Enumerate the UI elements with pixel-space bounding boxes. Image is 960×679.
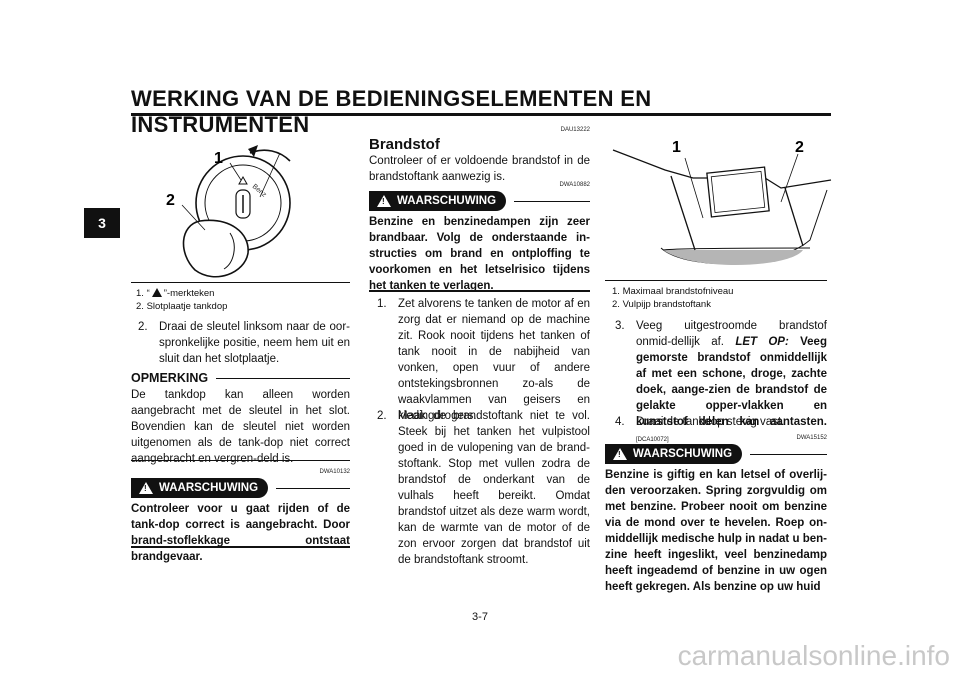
- warning-icon: !: [139, 482, 153, 494]
- note-text: De tankdop kan alleen worden aangebracht…: [131, 389, 350, 465]
- warning-text: Benzine is giftig en kan letsel of overl…: [605, 469, 827, 593]
- list-item: 2. Maak de brandstoftank niet te vol. St…: [377, 410, 590, 566]
- step-3: 3. Veeg uitgestroomde brandstof onmid-de…: [615, 320, 827, 443]
- fuel-cap-illustration: Benz 1 2: [166, 145, 291, 278]
- warning-banner: ! WAARSCHUWING: [131, 478, 350, 498]
- caption-2: 2. Vulpijp brandstoftank: [612, 299, 711, 310]
- section-ref: DAU13222: [560, 127, 590, 133]
- callout-2: 2: [795, 139, 804, 156]
- fuel-tank-illustration: 1 2: [612, 139, 832, 266]
- warning-banner: ! WAARSCHUWING: [605, 444, 827, 464]
- page-title: WERKING VAN DE BEDIENINGSELEMENTEN EN IN…: [131, 86, 652, 137]
- step-4: 4. Draai de tankdop stevig vast.: [615, 416, 785, 428]
- warning-ref: DWA10882: [559, 182, 590, 188]
- warning-banner: ! WAARSCHUWING: [369, 191, 590, 211]
- warning-text: Benzine en benzinedampen zijn zeer brand…: [369, 216, 590, 292]
- note-heading: OPMERKING: [131, 371, 209, 385]
- note-heading-row: OPMERKING: [131, 371, 350, 385]
- watermark: carmanualsonline.info: [677, 640, 950, 671]
- warning-text: Controleer voor u gaat rijden of de tank…: [131, 503, 350, 563]
- warning-ref: DWA15152: [796, 435, 827, 441]
- warning-label: WAARSCHUWING: [397, 195, 497, 207]
- caption-rule: [605, 280, 827, 281]
- caption-2: 2. Slotplaatje tankdop: [136, 301, 228, 312]
- list-item: 1. Zet alvorens te tanken de motor af en…: [377, 298, 590, 422]
- title-rule: [131, 113, 831, 116]
- step-2: 2. Draai de sleutel linksom naar de oor-…: [138, 321, 350, 365]
- caption-1: 1. “”-merkteken: [136, 288, 215, 299]
- warning-icon: !: [613, 448, 627, 460]
- warning-label: WAARSCHUWING: [633, 448, 733, 460]
- intro-text: Controleer of er voldoende brandstof in …: [369, 155, 590, 183]
- warning-icon: !: [377, 195, 391, 207]
- section-heading: Brandstof: [369, 136, 440, 153]
- caption-rule: [131, 282, 350, 283]
- warning-end-rule: [131, 546, 350, 548]
- warning-label: WAARSCHUWING: [159, 482, 259, 494]
- warning-ref: DWA10132: [319, 469, 350, 475]
- caption-1: 1. Maximaal brandstofniveau: [612, 286, 734, 297]
- callout-1: 1: [672, 139, 681, 156]
- page-number: 3-7: [472, 611, 488, 623]
- section-tab: 3: [84, 208, 120, 238]
- note-end-rule: [131, 460, 350, 461]
- callout-1: 1: [214, 150, 223, 167]
- warning-end-rule: [369, 290, 590, 292]
- triangle-mark-icon: [151, 288, 162, 297]
- callout-2: 2: [166, 192, 175, 209]
